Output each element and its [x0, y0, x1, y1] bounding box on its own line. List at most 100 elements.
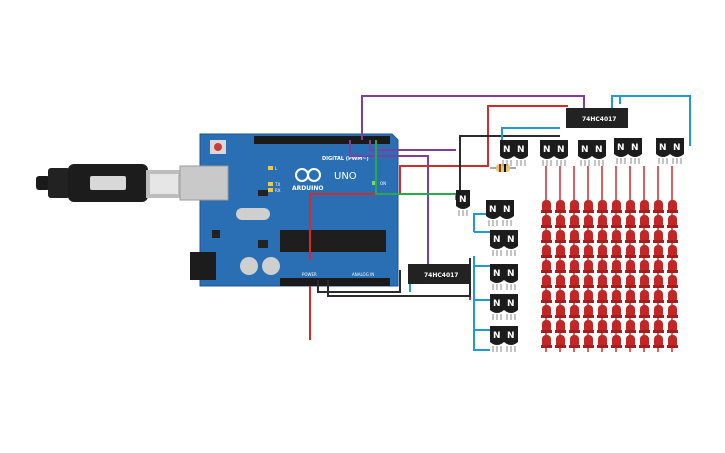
power-jack [190, 252, 216, 280]
led [639, 275, 650, 288]
led [569, 230, 580, 243]
led [541, 215, 552, 228]
led [653, 215, 664, 228]
led [611, 200, 622, 213]
led [625, 305, 636, 318]
led [653, 245, 664, 258]
led [639, 260, 650, 273]
transistor-label: N [517, 145, 525, 155]
led [597, 260, 608, 273]
transistor-13: N [490, 230, 504, 256]
led [541, 275, 552, 288]
model-label: UNO [334, 171, 357, 182]
led [555, 200, 566, 213]
transistor-label: N [459, 195, 467, 205]
transistor-20: N [504, 326, 518, 352]
transistor-label: N [631, 143, 639, 153]
transistor-label: N [503, 205, 511, 215]
led [583, 260, 594, 273]
led [597, 230, 608, 243]
transistor-6: N [614, 138, 628, 164]
led [555, 230, 566, 243]
digital-header [254, 136, 390, 144]
led [639, 245, 650, 258]
led [583, 200, 594, 213]
led [653, 305, 664, 318]
led [569, 215, 580, 228]
led [569, 335, 580, 348]
led [569, 200, 580, 213]
led [667, 215, 678, 228]
led [597, 200, 608, 213]
led [639, 200, 650, 213]
led [569, 245, 580, 258]
led [667, 275, 678, 288]
led [541, 260, 552, 273]
led [653, 230, 664, 243]
transistor-label: N [489, 205, 497, 215]
transistor-12: N [500, 200, 514, 226]
analog-label: ANALOG IN [352, 272, 374, 277]
tx-label: TX [274, 182, 280, 187]
transistor-1: N [514, 140, 528, 166]
usb-cable [36, 164, 182, 202]
led [541, 335, 552, 348]
led [611, 245, 622, 258]
led [625, 200, 636, 213]
transistor-label: N [543, 145, 551, 155]
led [541, 200, 552, 213]
transistor-5: N [592, 140, 606, 166]
transistor-4: N [578, 140, 592, 166]
led [625, 245, 636, 258]
led [541, 320, 552, 333]
transistor-label: N [557, 145, 565, 155]
led [541, 305, 552, 318]
transistor-label: N [659, 143, 667, 153]
transistor-3: N [554, 140, 568, 166]
led [639, 320, 650, 333]
crystal [236, 208, 270, 220]
transistor-label: N [507, 331, 515, 341]
led [639, 230, 650, 243]
led [555, 320, 566, 333]
transistor-label: N [673, 143, 681, 153]
led [667, 305, 678, 318]
chip-top: 74HC4017 [566, 108, 628, 128]
led [597, 320, 608, 333]
transistor-11: N [486, 200, 500, 226]
led [653, 335, 664, 348]
led [583, 290, 594, 303]
capacitor-2 [262, 257, 280, 275]
led [541, 230, 552, 243]
on-label: ON [380, 181, 386, 186]
transistor-label: N [507, 269, 515, 279]
led [597, 215, 608, 228]
led [653, 260, 664, 273]
led [555, 260, 566, 273]
led [625, 215, 636, 228]
led [597, 275, 608, 288]
transistor-label: N [493, 235, 501, 245]
led [653, 200, 664, 213]
led [667, 230, 678, 243]
led [597, 305, 608, 318]
transistor-15: N [490, 264, 504, 290]
transistor-label: N [617, 143, 625, 153]
led [555, 215, 566, 228]
led [583, 335, 594, 348]
capacitor-1 [240, 257, 258, 275]
arduino-board: ARDUINO UNO DIGITAL (PWM~) POWER ANALOG … [179, 133, 399, 287]
transistor-label: N [507, 299, 515, 309]
transistor-19: N [490, 326, 504, 352]
led [583, 230, 594, 243]
led [667, 260, 678, 273]
transistor-7: N [628, 138, 642, 164]
led [611, 320, 622, 333]
analog-header [280, 278, 390, 286]
led [555, 275, 566, 288]
led [667, 200, 678, 213]
chip-bottom-label: 74HC4017 [424, 272, 458, 279]
led [639, 335, 650, 348]
